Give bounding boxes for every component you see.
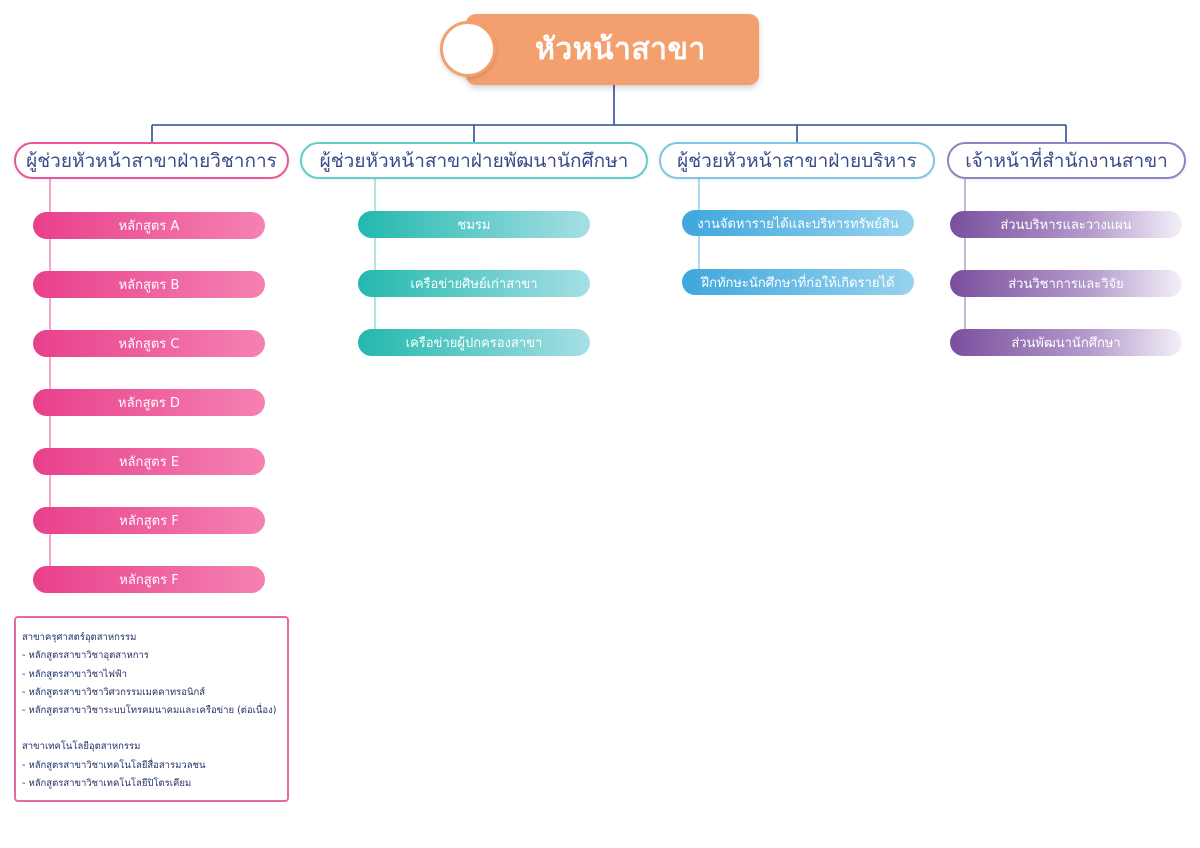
office-item: ส่วนวิชาการและวิจัย xyxy=(950,270,1182,297)
curriculum-item: หลักสูตร B xyxy=(33,271,265,298)
root-title: หัวหน้าสาขา xyxy=(535,32,706,67)
note-spacer xyxy=(22,720,281,738)
note-item: - หลักสูตรสาขาวิชาเทคโนโลยีปิโตรเคียม xyxy=(22,778,192,790)
curriculum-item: หลักสูตร C xyxy=(33,330,265,357)
student-dev-item: ชมรม xyxy=(358,211,590,238)
root-circle-icon xyxy=(440,21,496,77)
branch-student-dev-header: ผู้ช่วยหัวหน้าสาขาฝ่ายพัฒนานักศึกษา xyxy=(300,142,648,179)
root-node: หัวหน้าสาขา xyxy=(466,14,759,85)
note-item: - หลักสูตรสาขาวิชาอุตสาหการ xyxy=(22,650,149,662)
curriculum-item: หลักสูตร D xyxy=(33,389,265,416)
curriculum-note-box: สาขาครุศาสตร์อุตสาหกรรม - หลักสูตรสาขาวิ… xyxy=(14,616,289,802)
branch-office-header: เจ้าหน้าที่สำนักงานสาขา xyxy=(947,142,1186,179)
curriculum-item: หลักสูตร F xyxy=(33,566,265,593)
note-item: - หลักสูตรสาขาวิชาไฟฟ้า xyxy=(22,668,127,680)
curriculum-item: หลักสูตร F xyxy=(33,507,265,534)
curriculum-item: หลักสูตร E xyxy=(33,448,265,475)
admin-item: ฝึกทักษะนักศึกษาที่ก่อให้เกิดรายได้ xyxy=(682,269,914,295)
note-item: - หลักสูตรสาขาวิชาเทคโนโลยีสื่อสารมวลชน xyxy=(22,759,206,771)
branch-admin-header: ผู้ช่วยหัวหน้าสาขาฝ่ายบริหาร xyxy=(659,142,935,179)
note-item: - หลักสูตรสาขาวิชาระบบโทรคมนาคมและเครือข… xyxy=(22,705,277,717)
student-dev-item: เครือข่ายผู้ปกครองสาขา xyxy=(358,329,590,356)
note-item: - หลักสูตรสาขาวิชาวิศวกรรมเมคคาทรอนิกส์ xyxy=(22,686,206,698)
note-group-title: สาขาเทคโนโลยีอุตสาหกรรม xyxy=(22,741,141,753)
note-group-title: สาขาครุศาสตร์อุตสาหกรรม xyxy=(22,632,137,643)
office-item: ส่วนบริหารและวางแผน xyxy=(950,211,1182,238)
curriculum-item: หลักสูตร A xyxy=(33,212,265,239)
student-dev-item: เครือข่ายศิษย์เก่าสาขา xyxy=(358,270,590,297)
branch-academic-header: ผู้ช่วยหัวหน้าสาขาฝ่ายวิชาการ xyxy=(14,142,289,179)
office-item: ส่วนพัฒนานักศึกษา xyxy=(950,329,1182,356)
admin-item: งานจัดหารายได้และบริหารทรัพย์สิน xyxy=(682,210,914,236)
